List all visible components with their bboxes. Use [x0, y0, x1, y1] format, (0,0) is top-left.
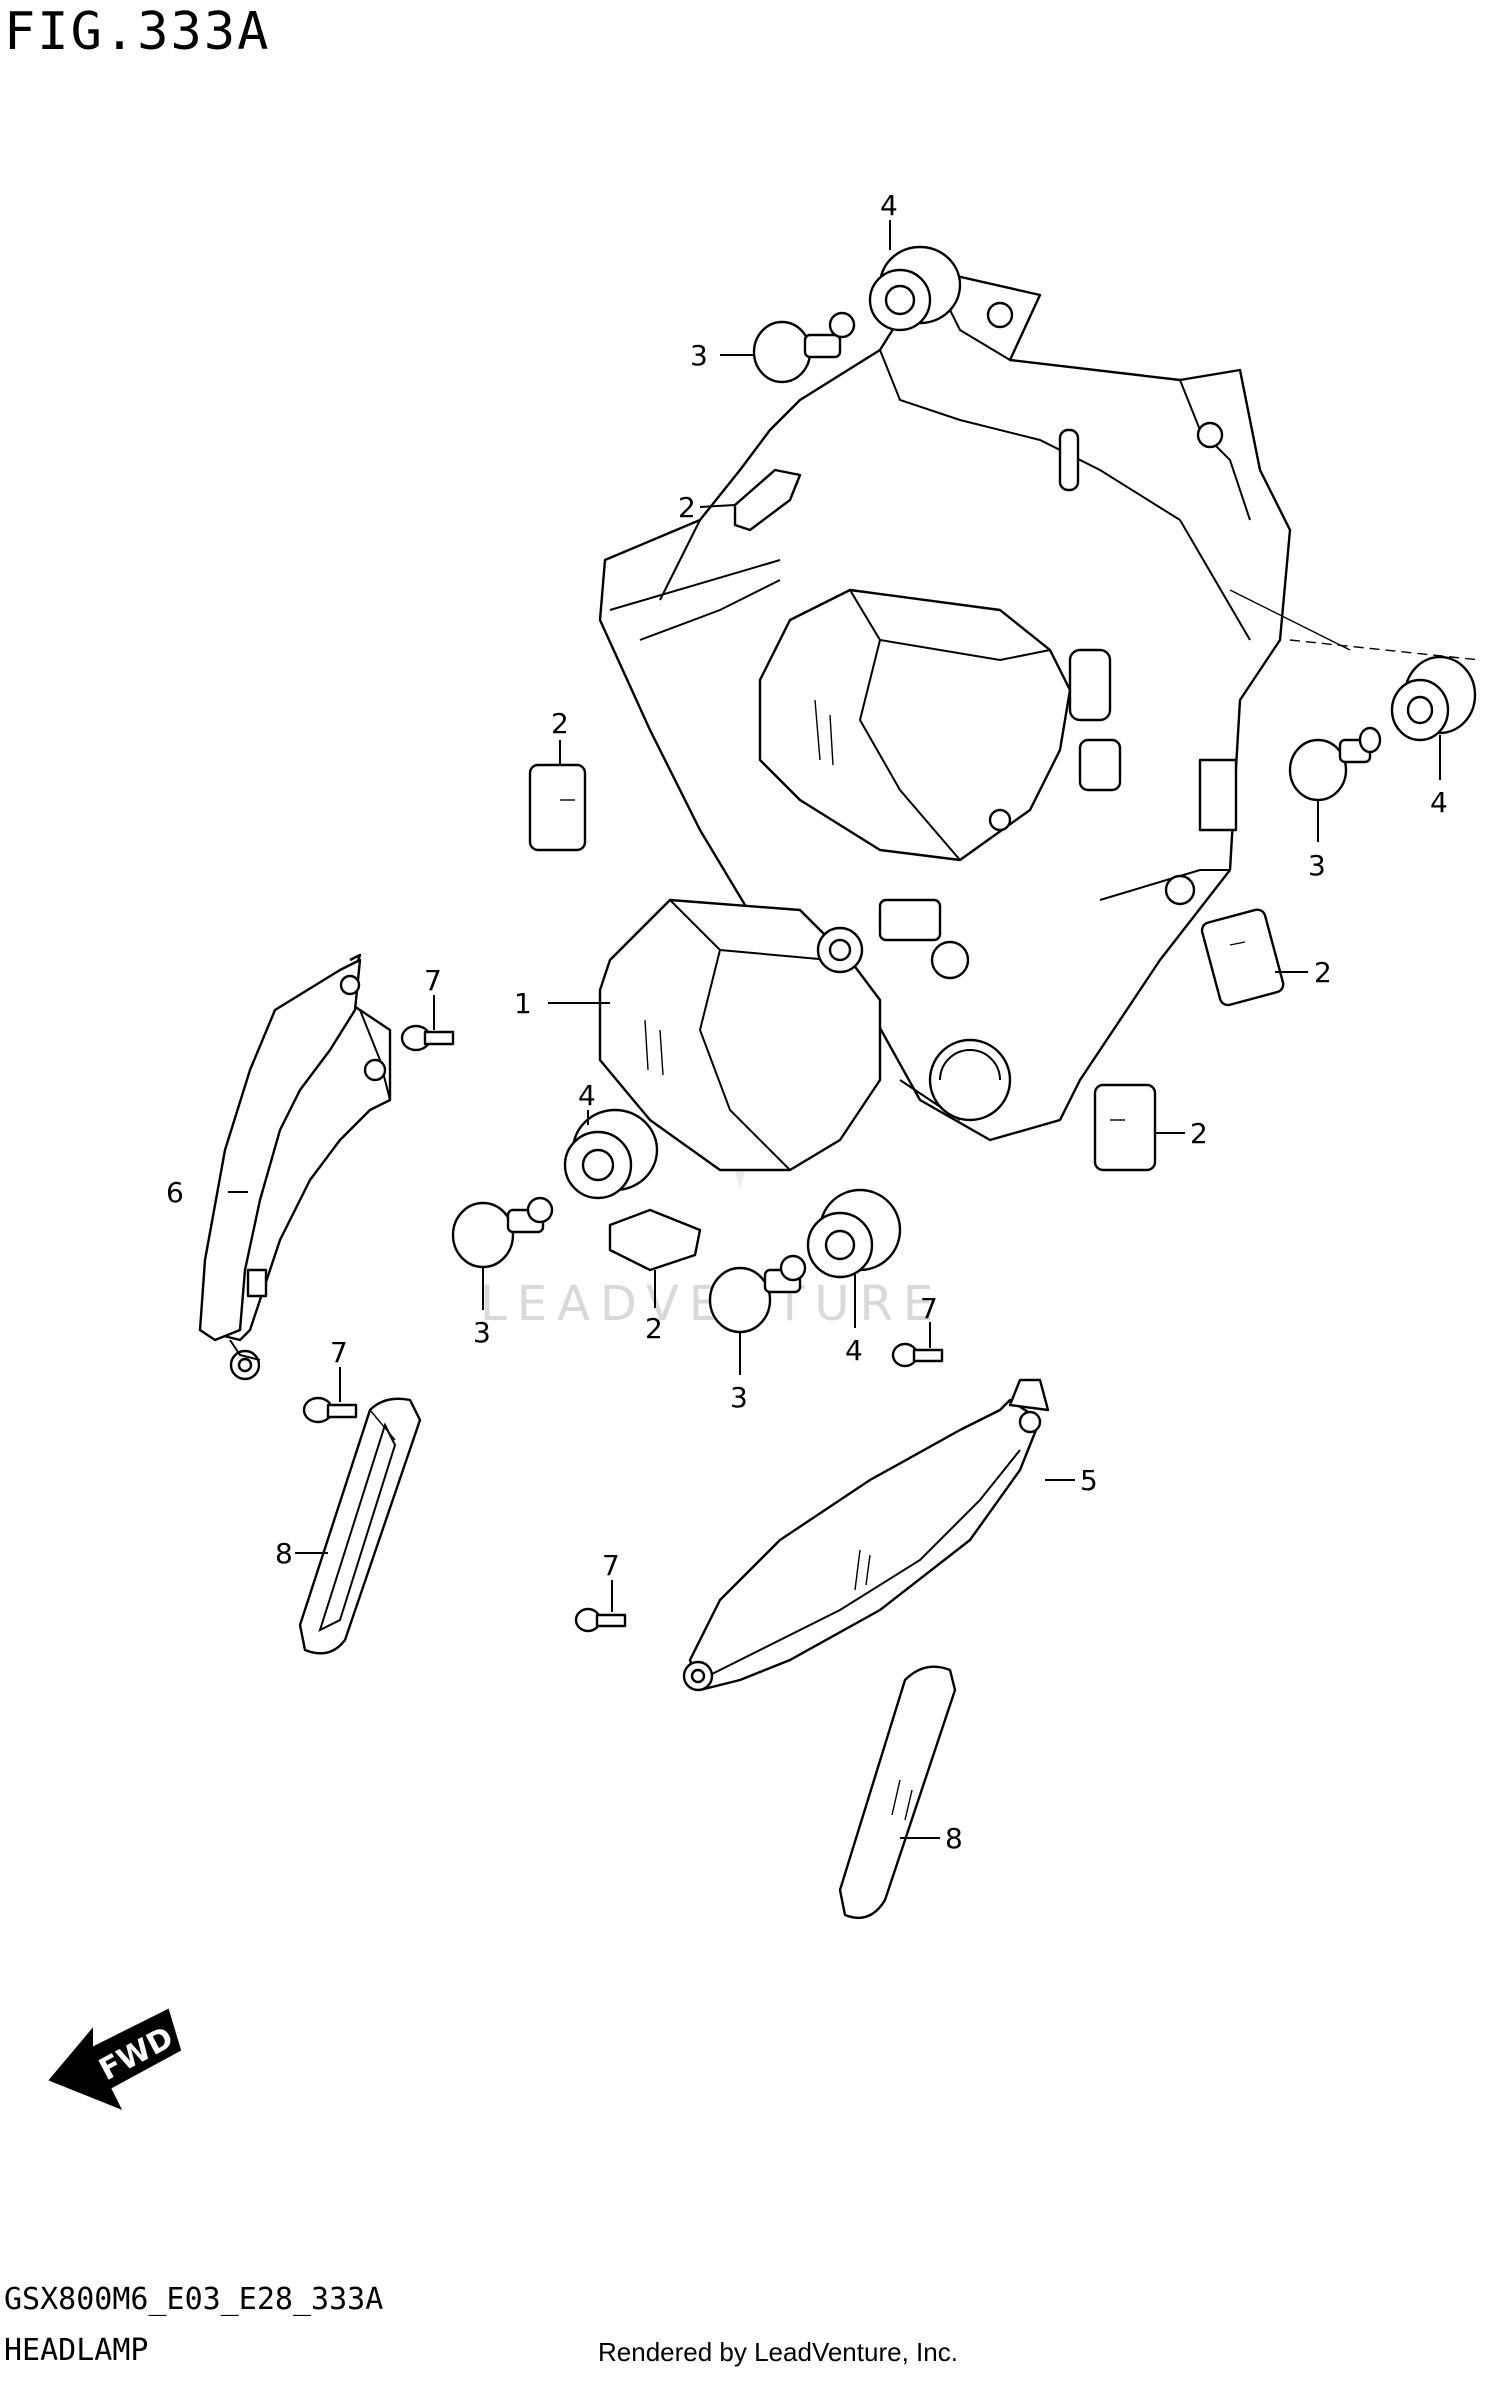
grommet-part-4-bottom	[806, 1188, 902, 1279]
grommet-part-4-right	[1390, 655, 1477, 742]
cushion-part-2-top	[733, 468, 802, 532]
callout-1: 1	[514, 987, 532, 1020]
callout-7-a: 7	[424, 964, 442, 997]
upper-lamp-unit	[758, 588, 1122, 862]
side-cover-part-6	[198, 953, 392, 1381]
credit-text: Rendered by LeadVenture, Inc.	[598, 2337, 958, 2367]
cushion-part-2-left	[528, 763, 587, 852]
callout-4-top: 4	[880, 189, 898, 222]
section-name: HEADLAMP	[4, 2333, 149, 2368]
callout-4-left: 4	[578, 1079, 596, 1112]
leader-lines	[228, 220, 1441, 1839]
grommet-part-4-top	[868, 245, 962, 332]
screw-part-7-c	[891, 1342, 944, 1368]
callout-3-top: 3	[690, 339, 708, 372]
callout-7-c: 7	[920, 1292, 938, 1325]
figure-title: FIG.333A	[4, 2, 271, 62]
callout-7-b: 7	[330, 1336, 348, 1369]
grommet-part-4-left	[563, 1108, 659, 1200]
callout-5: 5	[1080, 1464, 1098, 1497]
callout-8-right: 8	[945, 1822, 963, 1855]
callout-4-right: 4	[1430, 786, 1448, 819]
callout-3-right: 3	[1308, 849, 1326, 882]
callout-2-left: 2	[551, 707, 569, 740]
collar-part-3-top	[752, 311, 856, 384]
screw-part-7-b	[302, 1396, 358, 1424]
watermark-text: LEADVENTURE	[480, 1276, 943, 1332]
callout-2-right-lower: 2	[1190, 1117, 1208, 1150]
callout-6: 6	[166, 1176, 184, 1209]
cushion-part-2-right-lower	[1093, 1083, 1157, 1172]
fwd-arrow-icon: FWD	[48, 2008, 182, 2110]
collar-part-3-left	[451, 1196, 554, 1269]
cushion-part-2-right-upper	[1200, 908, 1285, 1007]
callout-4-bottom: 4	[845, 1334, 863, 1367]
collar-part-3-right	[1288, 726, 1382, 802]
reflector-part-8-left	[298, 1397, 422, 1655]
model-code: GSX800M6_E03_E28_333A	[4, 2282, 384, 2317]
callout-2-right-upper: 2	[1314, 956, 1332, 989]
callout-2-top: 2	[678, 491, 696, 524]
screw-part-7-d	[574, 1607, 627, 1633]
headlamp-assy-part-1	[598, 898, 1012, 1172]
callout-3-left: 3	[473, 1316, 491, 1349]
reflector-part-8-right	[838, 1665, 957, 1920]
side-cover-part-5	[682, 1378, 1050, 1692]
callout-3-bottom: 3	[730, 1381, 748, 1414]
callout-7-d: 7	[602, 1549, 620, 1582]
callout-labels: 1 2 2 2 2 2 3 3 3 3 4 4 4 4 5 6 7 7 7 7 …	[166, 189, 1448, 1855]
cushion-part-2-bottom	[608, 1208, 702, 1272]
callout-8-left: 8	[275, 1537, 293, 1570]
callout-2-bottom: 2	[645, 1312, 663, 1345]
screw-part-7-a	[400, 1024, 455, 1052]
